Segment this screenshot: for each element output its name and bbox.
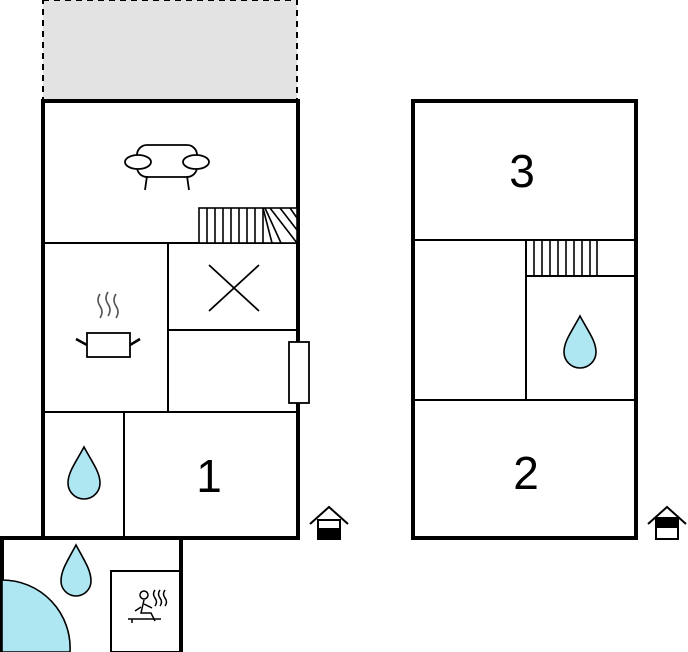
room-number-1: 1	[196, 450, 222, 502]
house-entrance-icon	[309, 505, 349, 540]
stairs-icon	[526, 240, 598, 277]
house-entrance-icon	[647, 505, 687, 540]
room-number-2: 2	[513, 447, 539, 499]
sauna-room	[110, 570, 182, 652]
cooking-pot-icon	[75, 291, 141, 358]
sauna-icon	[128, 589, 168, 623]
hot-tub-icon	[1, 579, 71, 652]
door-icon	[288, 341, 310, 404]
room-number-3: 3	[509, 145, 535, 197]
water-drop-icon	[563, 314, 597, 369]
sofa-icon	[124, 144, 210, 191]
upper-floor-outline	[411, 99, 638, 540]
terrace	[42, 0, 298, 101]
upper-floor: 3 2	[411, 99, 687, 540]
cross-icon	[208, 264, 260, 312]
water-drop-icon	[67, 445, 101, 500]
stairs-icon	[198, 207, 298, 244]
water-drop-icon	[60, 543, 92, 597]
ground-floor: 1	[0, 0, 349, 652]
